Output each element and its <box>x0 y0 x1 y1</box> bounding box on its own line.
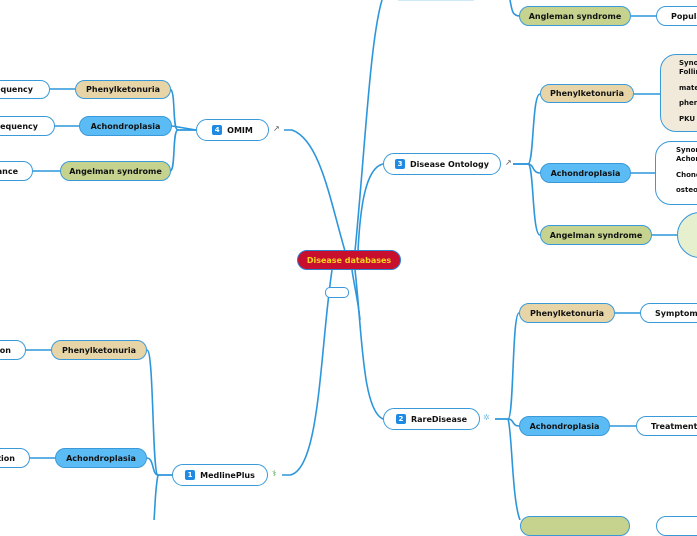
note-line: osteo <box>676 186 697 195</box>
branch-disease-ontology[interactable]: 3 Disease Ontology <box>383 153 501 175</box>
rare-child-angelman-partial[interactable] <box>520 516 630 536</box>
note-line: phen <box>679 99 697 108</box>
medline-icon[interactable]: ⚕ <box>272 469 277 478</box>
branch-rarediease[interactable]: 2 RareDisease <box>383 408 480 430</box>
omim-leaf-frequency-2[interactable]: frequency <box>0 116 55 136</box>
number-badge: 2 <box>395 414 406 424</box>
omim-child-achondroplasia[interactable]: Achondroplasia <box>79 116 172 136</box>
link-root-ontology <box>357 163 384 252</box>
branch-label: RareDisease <box>410 414 468 424</box>
link-root-top <box>354 0 383 252</box>
branch-medlineplus[interactable]: 1 MedlinePlus <box>172 464 268 486</box>
link-root-omim <box>284 129 346 252</box>
number-badge: 1 <box>185 470 196 480</box>
link-root-rare <box>354 269 384 420</box>
rare-child-achondroplasia[interactable]: Achondroplasia <box>519 416 610 436</box>
number-badge: 4 <box>212 125 223 135</box>
rare-child-phenylketonuria[interactable]: Phenylketonuria <box>519 303 615 323</box>
floating-topic[interactable] <box>325 287 349 298</box>
external-link-icon[interactable]: ↗ <box>273 124 280 133</box>
connector-lines <box>26 0 677 520</box>
ontology-note-phenylketonuria[interactable]: Syno Follin mate phen PKU <box>660 54 697 132</box>
branch-omim[interactable]: 4 OMIM <box>196 119 269 141</box>
branch-label: Disease Ontology <box>410 159 489 169</box>
note-line: Syno Follin <box>679 59 697 76</box>
ontology-note-achondroplasia[interactable]: Synor Achor Chond osteo <box>655 141 697 205</box>
root-node[interactable]: Disease databases <box>297 250 401 270</box>
ontology-child-phenylketonuria[interactable]: Phenylketonuria <box>540 84 634 103</box>
rare-leaf-partial[interactable] <box>656 516 697 536</box>
rare-leaf-treatment[interactable]: Treatment <box>636 416 697 436</box>
external-link-icon[interactable]: ↗ <box>505 158 512 167</box>
ontology-child-achondroplasia[interactable]: Achondroplasia <box>540 163 631 183</box>
rare-leaf-symptoms[interactable]: Symptoms <box>640 303 697 323</box>
omim-child-phenylketonuria[interactable]: Phenylketonuria <box>75 80 171 99</box>
top-leaf-population[interactable]: Popula <box>656 6 697 26</box>
note-line: Synor Achor <box>676 146 697 163</box>
medline-child-phenylketonuria[interactable]: Phenylketonuria <box>51 340 147 360</box>
medline-leaf-2[interactable]: tion <box>0 448 30 468</box>
note-line: Chond <box>676 170 697 179</box>
note-line: mate <box>679 83 697 92</box>
medline-leaf-1[interactable]: ion <box>0 340 26 360</box>
branch-label: OMIM <box>227 125 253 135</box>
top-child-angleman[interactable]: Angleman syndrome <box>519 6 631 26</box>
branch-label: MedlinePlus <box>200 470 255 480</box>
note-line: PKU <box>679 115 696 123</box>
hub-icon[interactable]: ✲ <box>483 413 490 422</box>
omim-child-angelman[interactable]: Angelman syndrome <box>60 161 171 181</box>
link-root-medline <box>282 269 333 476</box>
omim-leaf-inheritance[interactable]: ance <box>0 161 33 181</box>
medline-child-achondroplasia[interactable]: Achondroplasia <box>55 448 147 468</box>
link-root-float <box>351 269 361 321</box>
ontology-child-angelman[interactable]: Angelman syndrome <box>540 225 652 245</box>
partial-node-top[interactable] <box>398 0 474 1</box>
number-badge: 3 <box>395 159 406 169</box>
omim-leaf-frequency-1[interactable]: frequency <box>0 80 50 99</box>
